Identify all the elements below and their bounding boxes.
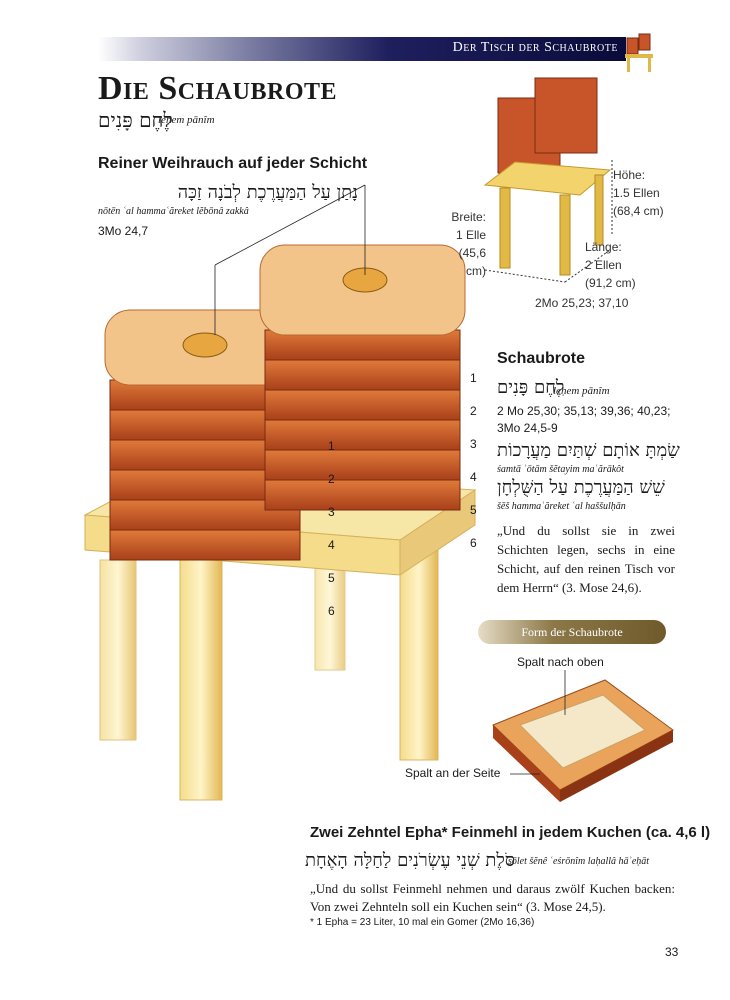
height-cm: (68,4 cm): [613, 204, 664, 218]
section-header-bar: [98, 37, 626, 61]
layer-number: 6: [328, 604, 335, 618]
verse-hebrew-line: שֵׁשׁ הַמַּעֲרֶכֶת עַל הַשֻּׁלְחָן: [497, 477, 665, 498]
form-banner: Form der Schaubrote: [478, 620, 666, 644]
showbread-transliteration: leḥem pānîm: [553, 385, 610, 397]
layer-number: 2: [328, 472, 335, 486]
layer-number: 4: [470, 470, 477, 484]
showbread-heading: Schaubrote: [497, 350, 586, 367]
length-label: Länge:: [585, 240, 622, 254]
showbread-hebrew: לֶחֶם פָּנִים: [497, 377, 565, 398]
dimension-labels: Höhe: 1.5 Ellen (68,4 cm) Breite: 1 Elle…: [430, 160, 670, 310]
layer-number: 4: [328, 538, 335, 552]
bread-form-illustration: [492, 670, 674, 802]
table-thumbnail-icon: [625, 33, 653, 72]
table-dimension-illustration: [483, 77, 613, 283]
label-split-side: Spalt an der Seite: [405, 766, 501, 780]
layer-number: 1: [328, 439, 335, 453]
title-transliteration: leḥem pānîm: [158, 114, 215, 126]
title-hebrew: לֶחֶם פָּנִים: [98, 108, 173, 132]
layer-number: 3: [328, 505, 335, 519]
layer-number: 5: [470, 503, 477, 517]
incense-heading: Reiner Weihrauch auf jeder Schicht: [98, 155, 368, 172]
width-value: 1 Elle: [455, 228, 486, 242]
width-cm: (45,6 cm): [458, 246, 486, 278]
flour-quote: „Und du sollst Feinmehl nehmen und darau…: [310, 881, 675, 915]
length-cm: (91,2 cm): [585, 276, 636, 290]
section-title: Der Tisch der Schaubrote: [452, 40, 618, 55]
layer-numbers-left: 1 2 3 4 5 6: [328, 430, 335, 628]
layer-numbers-right: 1 2 3 4 5 6: [470, 362, 477, 560]
layer-number: 3: [470, 437, 477, 451]
incense-transliteration: nōtēn ʿal hammaʿăreket lĕbōnâ zakkâ: [98, 206, 249, 217]
verse-translit-line: šēš hammaʿăreket ʿal haššulḥān: [497, 501, 626, 512]
verse-quote: „Und du sollst sie in zwei Schichten leg…: [497, 523, 675, 595]
verse-translit-line: śamtā ʾōtām šĕtayim maʿărākôt: [497, 464, 624, 475]
table-illustration: [83, 184, 477, 801]
layer-number: 2: [470, 404, 477, 418]
dimension-reference: 2Mo 25,23; 37,10: [535, 296, 629, 310]
layer-number: 6: [470, 536, 477, 550]
verse-hebrew-line: שַׂמְתָּ אוֹתָם שְׁתַּיִם מַעֲרָכוֹת: [497, 440, 680, 461]
height-value: 1.5 Ellen: [613, 186, 660, 200]
flour-heading: Zwei Zehntel Epha* Feinmehl in jedem Kuc…: [310, 824, 711, 841]
height-label: Höhe:: [613, 168, 646, 182]
layer-number: 1: [470, 371, 477, 385]
footnote: * 1 Epha = 23 Liter, 10 mal ein Gomer (2…: [310, 917, 535, 928]
length-value: 2 Ellen: [585, 258, 622, 272]
flour-transliteration: sōlet šĕnê ʿeśrōnîm laḥallâ hāʾeḥāt: [508, 856, 650, 867]
flour-hebrew: סֹלֶת שְׁנֵי עֶשְׂרֹנִים לַחַלָּה הָאֶחָ…: [305, 850, 516, 871]
showbread-references: 2 Mo 25,30; 35,13; 39,36; 40,23; 3Mo 24,…: [497, 404, 671, 435]
label-split-top: Spalt nach oben: [517, 655, 604, 669]
width-label: Breite:: [451, 210, 486, 224]
incense-hebrew: נָתַן עַל הַמַּעֲרֶכֶת לְבֹנָה זַכָּה: [177, 182, 358, 203]
page-title: Die Schaubrote: [98, 70, 337, 107]
layer-number: 5: [328, 571, 335, 585]
incense-reference: 3Mo 24,7: [98, 224, 149, 238]
page-number: 33: [665, 945, 679, 959]
